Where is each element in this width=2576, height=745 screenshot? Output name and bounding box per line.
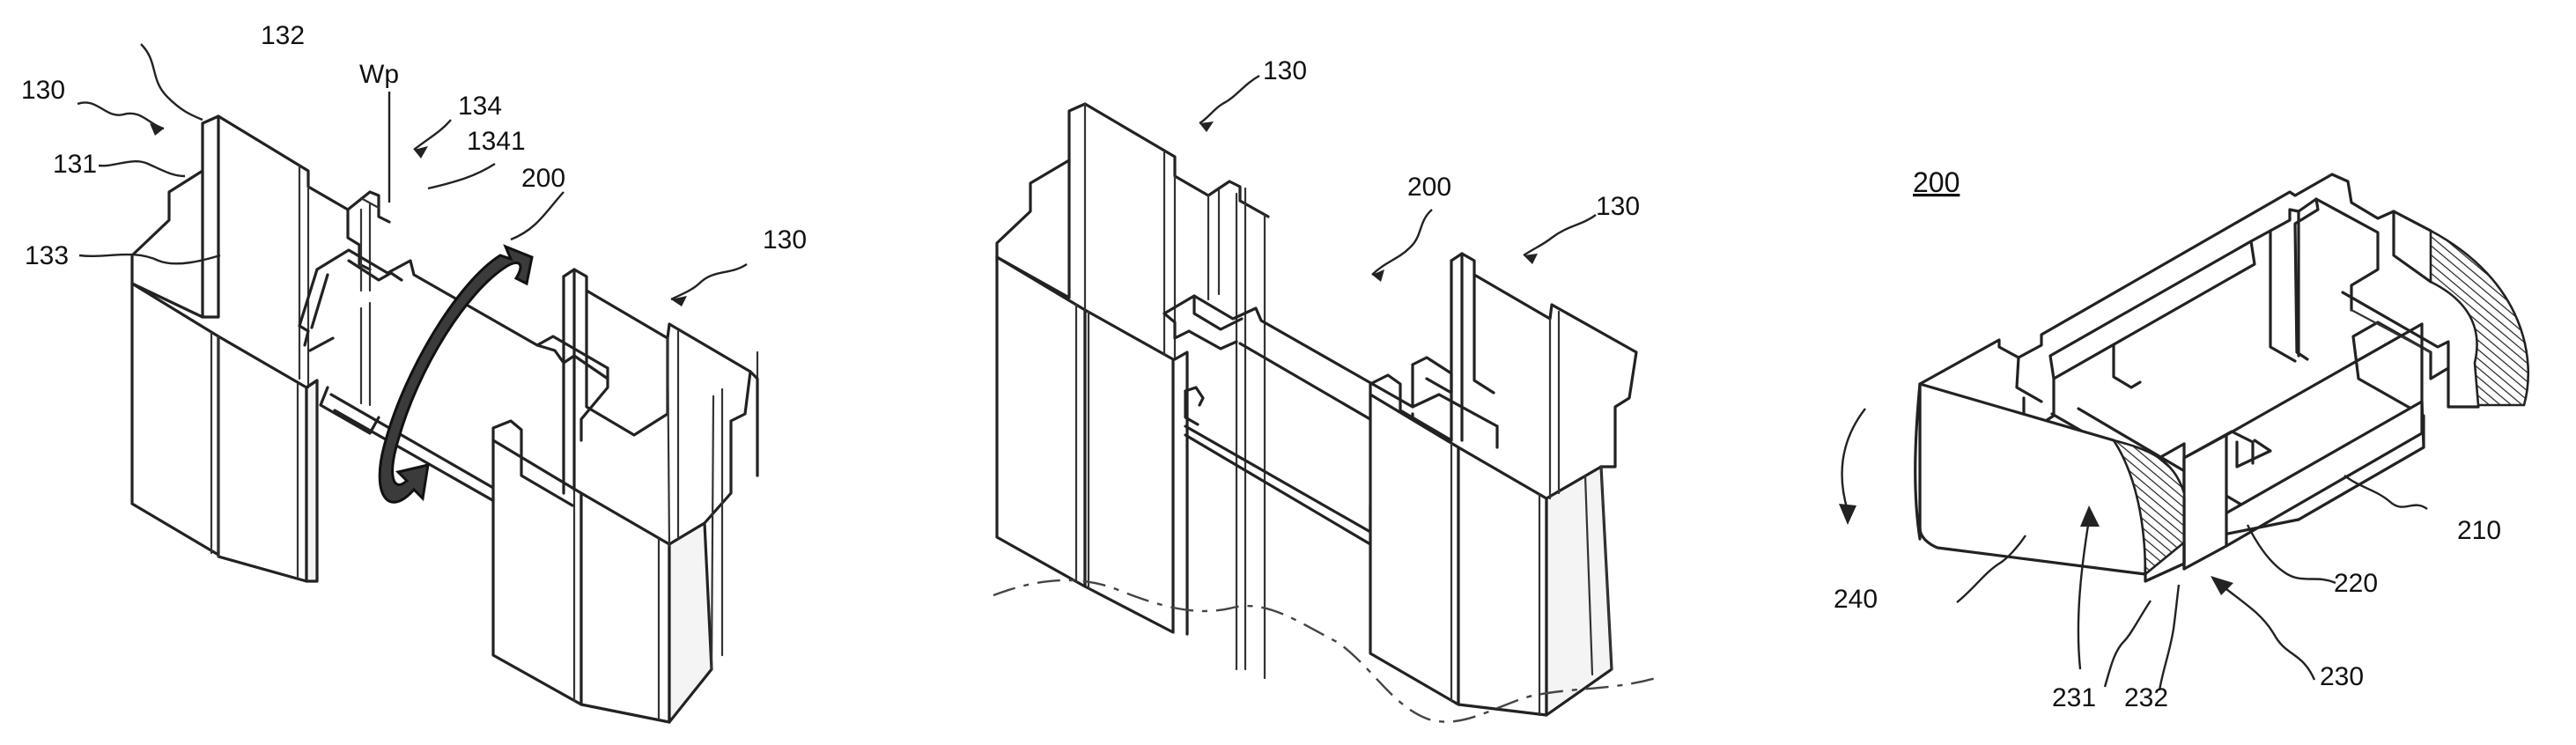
label-134: 134 (458, 92, 502, 121)
label-132: 132 (261, 21, 305, 50)
frame-member-right (491, 268, 759, 724)
label-230: 230 (2320, 662, 2364, 691)
label-131: 131 (53, 150, 97, 179)
label-200: 200 (521, 164, 565, 193)
label-1341: 1341 (467, 127, 526, 156)
label-210: 210 (2457, 516, 2501, 545)
figure-2-assembled-view: 130 200 130 (993, 56, 1657, 723)
label-130-left: 130 (1263, 56, 1307, 85)
label-231: 231 (2052, 683, 2096, 712)
label-133: 133 (25, 241, 69, 270)
figure-1-exploded-view: 130 132 Wp 134 1341 131 200 133 130 (21, 21, 807, 724)
label-wp: Wp (359, 60, 399, 89)
label-130-right: 130 (763, 225, 807, 254)
label-130-right: 130 (1596, 192, 1640, 221)
label-240: 240 (1834, 585, 1878, 614)
label-220: 220 (2334, 569, 2378, 598)
figure-3-title: 200 (1913, 166, 1960, 198)
frame-member-left (130, 114, 391, 583)
figure-3-connector-detail: 200 210 220 240 230 231 232 (1834, 166, 2529, 712)
rotation-arrow-icon (378, 244, 534, 504)
label-200: 200 (1407, 173, 1451, 202)
label-130-left: 130 (21, 76, 65, 105)
label-232: 232 (2124, 683, 2168, 712)
